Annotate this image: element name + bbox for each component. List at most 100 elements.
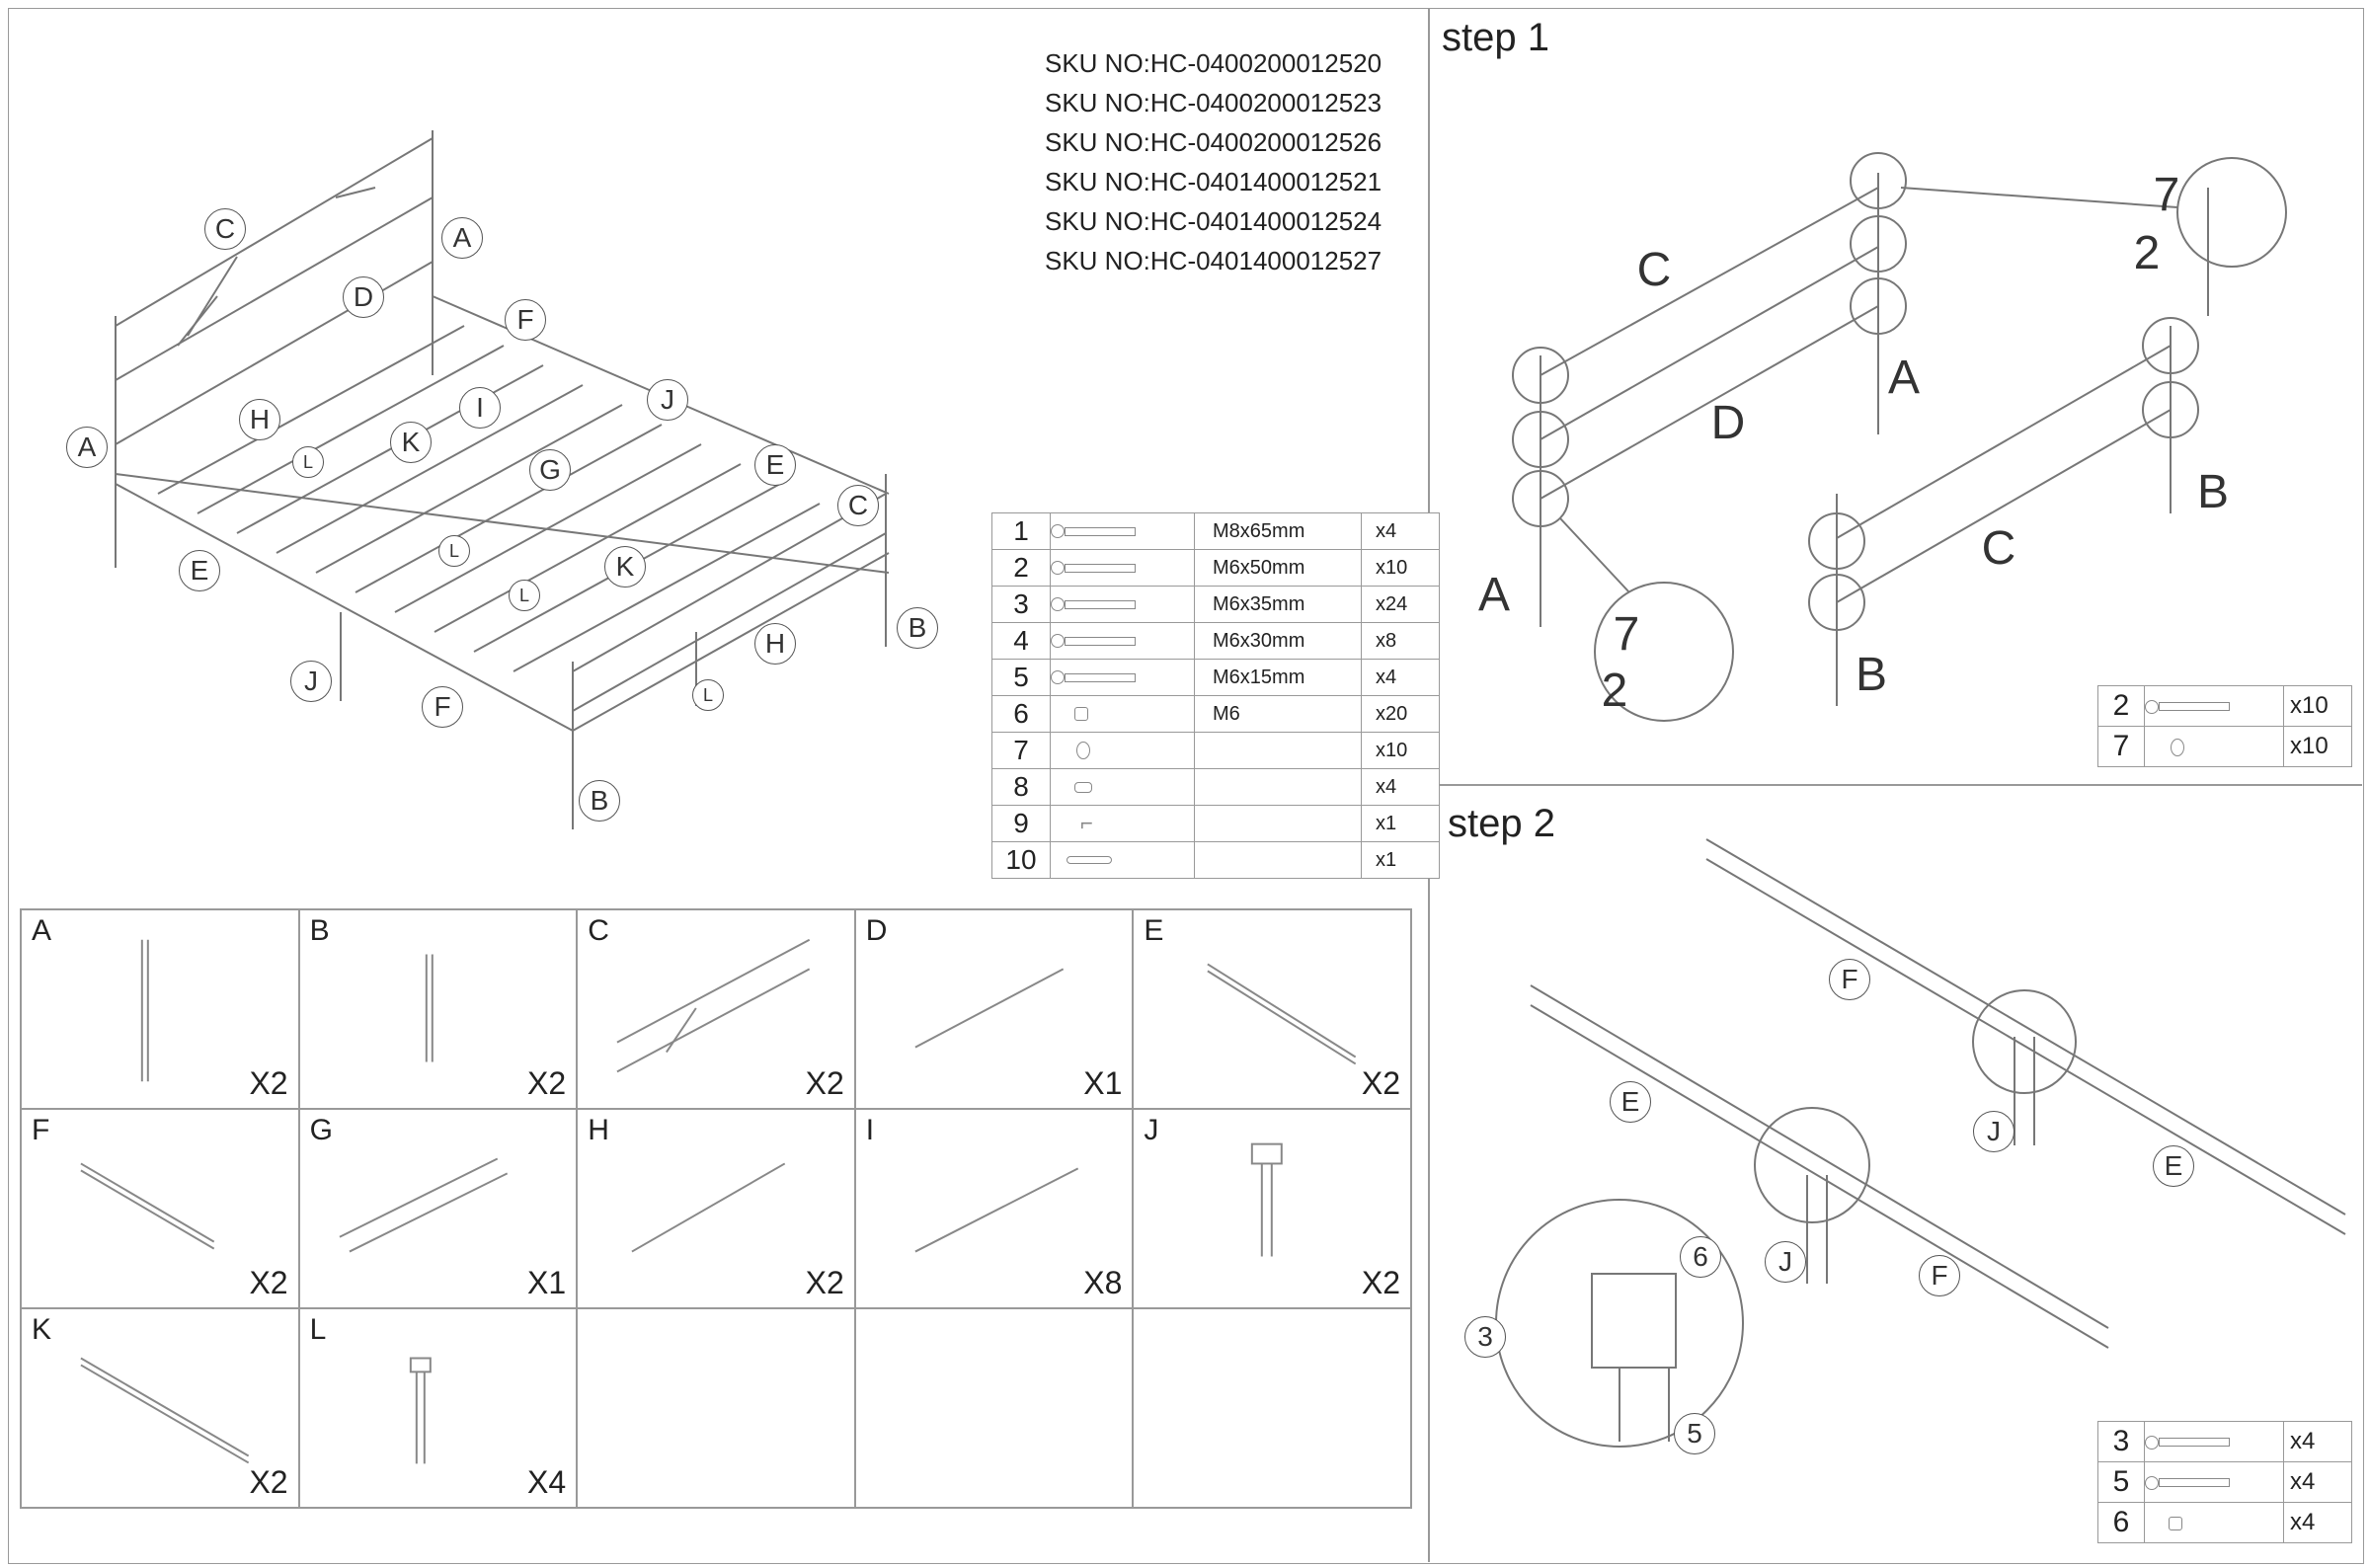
legend-qty: x4 xyxy=(2283,1502,2352,1543)
part-sketch xyxy=(631,1162,786,1253)
sku-list: SKU NO:HC-0400200012520 SKU NO:HC-040020… xyxy=(1045,43,1382,280)
bolt-icon xyxy=(1051,520,1136,542)
part-callout: E xyxy=(754,444,796,486)
bolt-icon xyxy=(2145,1468,2230,1495)
hardware-icon-cell xyxy=(1050,549,1195,587)
hardware-desc: M6x50mm xyxy=(1194,549,1362,587)
legend-icon-cell xyxy=(2144,685,2284,727)
legend-icon-cell xyxy=(2144,1461,2284,1503)
sku-line: SKU NO:HC-0400200012526 xyxy=(1045,127,1382,157)
hardware-desc xyxy=(1194,732,1362,769)
step1-drawing xyxy=(1512,152,2287,722)
part-callout: L xyxy=(509,580,540,611)
legend-icon-cell xyxy=(2144,1421,2284,1462)
part-letter: H xyxy=(588,1114,609,1146)
part-letter: D xyxy=(865,914,888,947)
part-callout: F xyxy=(1919,1255,1960,1296)
hardware-number: 4 xyxy=(991,622,1051,660)
part-sketch xyxy=(914,1167,1078,1253)
part-letter: F xyxy=(32,1114,50,1146)
part-callout: G xyxy=(529,449,571,491)
part-qty: X2 xyxy=(805,1065,844,1101)
wrench-icon xyxy=(1066,856,1112,865)
sku-line: SKU NO:HC-0401400012527 xyxy=(1045,246,1382,275)
part-letter: G xyxy=(309,1114,333,1146)
hardware-desc xyxy=(1194,768,1362,806)
part-callout: J xyxy=(1765,1241,1806,1283)
part-callout: A xyxy=(1887,352,1920,404)
legend-qty: x10 xyxy=(2283,726,2352,767)
part-callout: C xyxy=(1981,522,2016,575)
hardware-qty: x1 xyxy=(1361,805,1440,842)
hardware-number: 9 xyxy=(991,805,1051,842)
hardware-number: 8 xyxy=(991,768,1051,806)
legend-icon-cell xyxy=(2144,1502,2284,1543)
hardware-qty: x1 xyxy=(1361,841,1440,879)
hardware-qty: x4 xyxy=(1361,512,1440,550)
part-callout: C xyxy=(204,208,246,250)
legend-number: 7 xyxy=(2097,726,2145,767)
sku-line: SKU NO:HC-0400200012520 xyxy=(1045,48,1382,78)
bolt-icon xyxy=(1051,630,1136,652)
hardware-qty: x24 xyxy=(1361,586,1440,623)
sku-line: SKU NO:HC-0401400012521 xyxy=(1045,167,1382,196)
part-sketch xyxy=(80,1357,250,1464)
step1-title: step 1 xyxy=(1442,16,1549,59)
allen-key-icon: ⌐ xyxy=(1080,811,1093,835)
part-callout: B xyxy=(1855,649,1887,701)
part-callout: L xyxy=(292,446,324,478)
part-callout: D xyxy=(1710,397,1746,449)
part-sketch xyxy=(140,939,149,1082)
part-callout: 2 xyxy=(2133,227,2161,279)
hardware-qty: x20 xyxy=(1361,695,1440,733)
part-callout: D xyxy=(343,276,384,318)
hardware-icon-cell xyxy=(1050,622,1195,660)
part-callout: F xyxy=(505,299,546,341)
part-callout: A xyxy=(1477,569,1510,621)
washer-icon xyxy=(2171,738,2184,756)
part-callout: C xyxy=(1636,244,1672,296)
sku-line: SKU NO:HC-0401400012524 xyxy=(1045,206,1382,236)
part-letter: K xyxy=(32,1313,52,1346)
hardware-number: 7 xyxy=(991,732,1051,769)
hardware-row: 9 ⌐ x1 xyxy=(991,805,1440,842)
hardware-number: 3 xyxy=(991,586,1051,623)
part-callout: K xyxy=(390,422,432,463)
part-sketch xyxy=(616,938,811,1073)
part-sketch xyxy=(425,954,434,1062)
step2-drawing xyxy=(1495,838,2346,1448)
part-letter: C xyxy=(588,914,609,947)
part-callout: A xyxy=(66,427,108,468)
hardware-row: 8 x4 xyxy=(991,768,1440,806)
part-qty: X2 xyxy=(527,1065,567,1101)
hardware-qty: x10 xyxy=(1361,549,1440,587)
hardware-number: 5 xyxy=(991,659,1051,696)
part-callout: E xyxy=(1610,1081,1651,1123)
part-qty: X2 xyxy=(249,1265,288,1300)
hardware-qty: x4 xyxy=(1361,768,1440,806)
part-callout: E xyxy=(179,550,220,591)
hardware-icon-cell xyxy=(1050,695,1195,733)
sku-line: SKU NO:HC-0400200012523 xyxy=(1045,88,1382,118)
hardware-desc: M6x30mm xyxy=(1194,622,1362,660)
part-sketch xyxy=(409,1357,432,1464)
part-callout: J xyxy=(290,661,332,702)
hardware-icon-cell xyxy=(1050,768,1195,806)
part-callout: E xyxy=(2153,1145,2194,1187)
part-callout: 7 xyxy=(2153,169,2180,221)
part-callout: K xyxy=(604,546,646,588)
part-callout: H xyxy=(754,623,796,665)
